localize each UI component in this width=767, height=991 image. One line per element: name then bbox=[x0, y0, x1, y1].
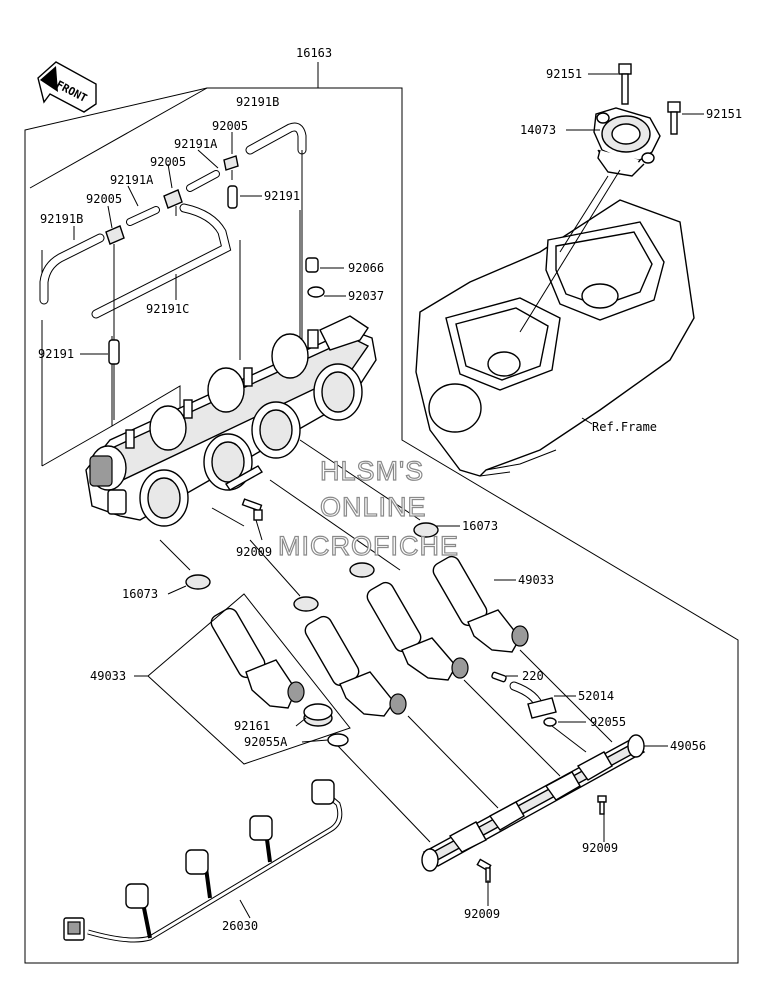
cap-92066 bbox=[305, 257, 319, 273]
frame-shape bbox=[415, 199, 695, 477]
label-16073-left: 16073 bbox=[122, 587, 158, 601]
label-26030: 26030 bbox=[222, 919, 258, 933]
label-92151-left: 92151 bbox=[546, 67, 582, 81]
wiring-harness-26030 bbox=[63, 779, 343, 943]
label-92009-mid: 92009 bbox=[236, 545, 272, 559]
fitting-92005-left bbox=[105, 225, 125, 254]
fuel-rail-49056 bbox=[421, 734, 646, 872]
oring-92055 bbox=[543, 717, 557, 727]
screw-220 bbox=[491, 671, 507, 683]
label-92151-right: 92151 bbox=[706, 107, 742, 121]
bolt-92151-right bbox=[667, 101, 681, 135]
watermark-line-3: MICROFICHE bbox=[278, 531, 459, 561]
injector-1 bbox=[210, 607, 305, 709]
ref-frame-label: Ref.Frame bbox=[592, 420, 657, 434]
injector-3 bbox=[366, 581, 469, 681]
hose-92191B-top bbox=[245, 122, 307, 155]
bolt-92151-left bbox=[618, 63, 632, 105]
label-92009-bottom: 92009 bbox=[464, 907, 500, 921]
oring-92055A bbox=[327, 733, 349, 747]
injector-4 bbox=[432, 555, 529, 653]
injector-2 bbox=[304, 615, 407, 717]
label-92005-mid: 92005 bbox=[150, 155, 186, 169]
label-92055A: 92055A bbox=[244, 735, 288, 749]
label-92005-top: 92005 bbox=[212, 119, 248, 133]
label-49033-right: 49033 bbox=[518, 573, 554, 587]
fitting-92005-mid bbox=[163, 189, 183, 216]
hose-92191C bbox=[91, 203, 232, 319]
label-49056: 49056 bbox=[670, 739, 706, 753]
label-92191A-mid: 92191A bbox=[110, 173, 154, 187]
label-92066: 92066 bbox=[348, 261, 384, 275]
hose-92191A-mid bbox=[126, 206, 160, 226]
throttle-body-assembly bbox=[85, 315, 377, 527]
label-16073-right: 16073 bbox=[462, 519, 498, 533]
seal-16073-b bbox=[293, 596, 319, 612]
hose-92191-left bbox=[108, 339, 120, 365]
intake-duct bbox=[593, 107, 661, 177]
clip-92037 bbox=[307, 286, 325, 298]
label-92191C: 92191C bbox=[146, 302, 189, 316]
label-52014: 52014 bbox=[578, 689, 614, 703]
watermark: HLSM'S ONLINE MICROFICHE bbox=[277, 455, 459, 561]
screw-92009-bottom bbox=[476, 858, 492, 883]
label-49033-left: 49033 bbox=[90, 669, 126, 683]
label-92009-right: 92009 bbox=[582, 841, 618, 855]
label-92191B-left: 92191B bbox=[40, 212, 83, 226]
hose-92191B-left bbox=[39, 233, 105, 305]
front-arrow-icon: FRONT bbox=[37, 61, 97, 113]
label-92191B-top: 92191B bbox=[236, 95, 279, 109]
fitting-52014 bbox=[509, 681, 557, 719]
seal-16073-c bbox=[349, 562, 375, 578]
seal-16073-left bbox=[185, 574, 211, 590]
label-220: 220 bbox=[522, 669, 544, 683]
outer-boundary bbox=[24, 87, 739, 964]
label-92005-left: 92005 bbox=[86, 192, 122, 206]
hose-92191-top bbox=[227, 185, 238, 209]
screw-92009-mid bbox=[241, 498, 263, 521]
label-16163: 16163 bbox=[296, 46, 332, 60]
watermark-line-1: HLSM'S bbox=[320, 456, 424, 486]
screw-92009-right bbox=[597, 795, 607, 815]
watermark-line-2: ONLINE bbox=[320, 492, 427, 522]
fitting-92005-top bbox=[223, 155, 239, 180]
label-92161: 92161 bbox=[234, 719, 270, 733]
label-92055: 92055 bbox=[590, 715, 626, 729]
oring-92161 bbox=[303, 703, 333, 727]
label-92191-top: 92191 bbox=[264, 189, 300, 203]
label-14073: 14073 bbox=[520, 123, 556, 137]
label-92191-left: 92191 bbox=[38, 347, 74, 361]
label-92037: 92037 bbox=[348, 289, 384, 303]
seal-16073-right bbox=[413, 522, 439, 538]
label-92191A-top: 92191A bbox=[174, 137, 218, 151]
hose-92191A-top bbox=[186, 170, 220, 192]
